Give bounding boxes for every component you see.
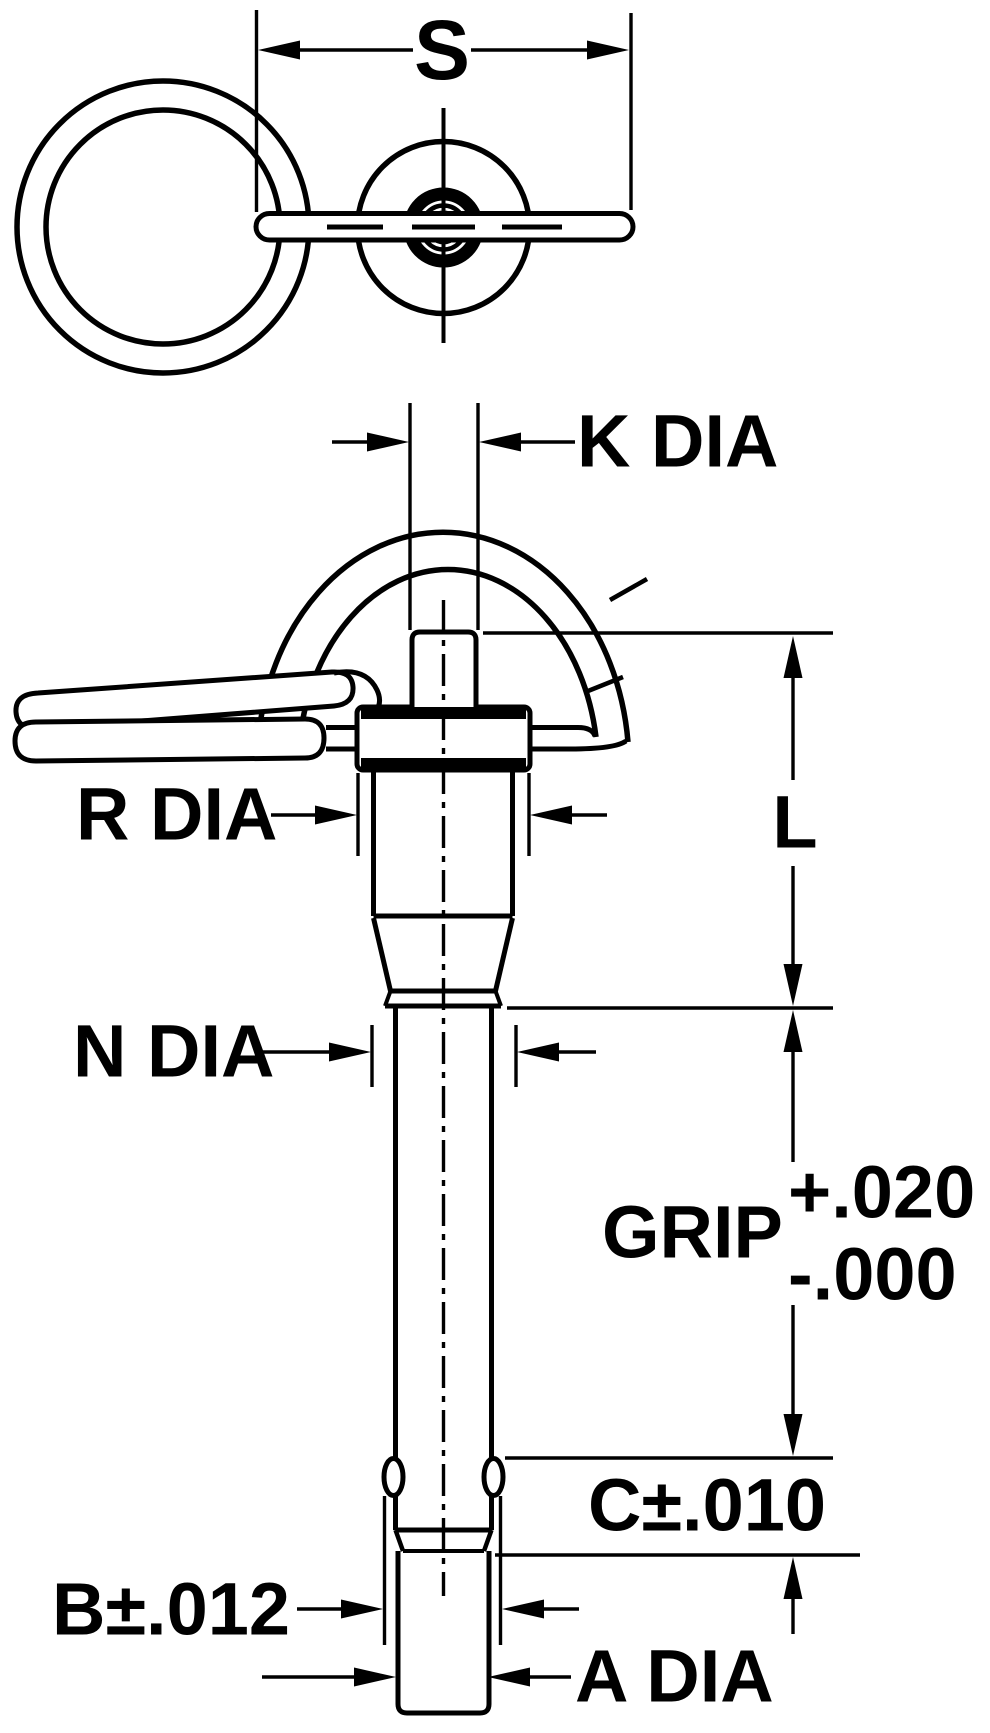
handle-wire-seam-lower xyxy=(587,674,624,694)
r-dimension xyxy=(271,773,607,856)
taper-left-edge xyxy=(371,917,393,992)
a-arrow-left xyxy=(354,1667,396,1687)
b-arrow-left xyxy=(341,1599,383,1619)
lock-ball-left xyxy=(381,1456,406,1498)
tip-chamfer-right xyxy=(481,1529,494,1552)
lanyard-strap-lower xyxy=(12,716,327,764)
k-arrow-left xyxy=(367,432,409,452)
b-arrow-right xyxy=(502,1599,544,1619)
grip-plus-tolerance: +.020 xyxy=(788,1151,975,1234)
k-arrow-right xyxy=(479,432,521,452)
lanyard-strap-upper xyxy=(13,669,356,732)
handle-wire-right-lower xyxy=(532,738,628,752)
handle-dome-inner-arc xyxy=(297,566,599,738)
l-dimension-label: L xyxy=(772,781,817,864)
ring-inner xyxy=(43,107,283,347)
lock-ball-right xyxy=(481,1456,506,1498)
dimension-annotations: K DIA L R DIA xyxy=(52,400,975,1718)
n-dimension-label: N DIA xyxy=(73,1010,274,1093)
k-dimension xyxy=(332,403,575,630)
handle-wire-seam-upper xyxy=(608,577,649,602)
grip-dimension-label: GRIP xyxy=(602,1191,783,1274)
b-dimension-label: B±.012 xyxy=(52,1568,290,1651)
handle-dome-outer-arc xyxy=(255,529,631,743)
n-dimension xyxy=(262,1025,596,1087)
a-dimension xyxy=(262,1667,571,1687)
a-arrow-right xyxy=(488,1667,530,1687)
n-arrow-left xyxy=(329,1042,371,1062)
c-dimension-label: C±.010 xyxy=(588,1464,826,1547)
top-view: S xyxy=(14,3,636,376)
a-dimension-label: A DIA xyxy=(575,1635,774,1718)
c-arrow-up xyxy=(783,1557,803,1599)
s-arrow-left xyxy=(258,40,300,60)
r-arrow-left xyxy=(315,805,357,825)
r-arrow-right xyxy=(530,805,572,825)
side-view xyxy=(12,529,649,1716)
grip-dimension xyxy=(783,1010,803,1456)
b-dimension xyxy=(297,1496,579,1645)
l-arrow-up xyxy=(783,636,803,678)
grip-arrow-up xyxy=(783,1010,803,1052)
tip-chamfer-left xyxy=(393,1529,406,1552)
s-dimension xyxy=(254,10,633,212)
grip-minus-tolerance: -.000 xyxy=(788,1233,957,1316)
tip-outline xyxy=(395,1551,492,1716)
c-dimension xyxy=(495,1456,860,1634)
s-dimension-label: S xyxy=(414,3,470,97)
taper-right-edge xyxy=(493,917,515,992)
k-dimension-label: K DIA xyxy=(577,400,778,483)
s-arrow-right xyxy=(587,40,629,60)
handle-wire-right-upper xyxy=(532,725,598,738)
grip-arrow-down xyxy=(783,1414,803,1456)
r-dimension-label: R DIA xyxy=(76,773,277,856)
l-arrow-down xyxy=(783,964,803,1006)
l-dimension xyxy=(483,631,833,1010)
n-arrow-right xyxy=(517,1042,559,1062)
